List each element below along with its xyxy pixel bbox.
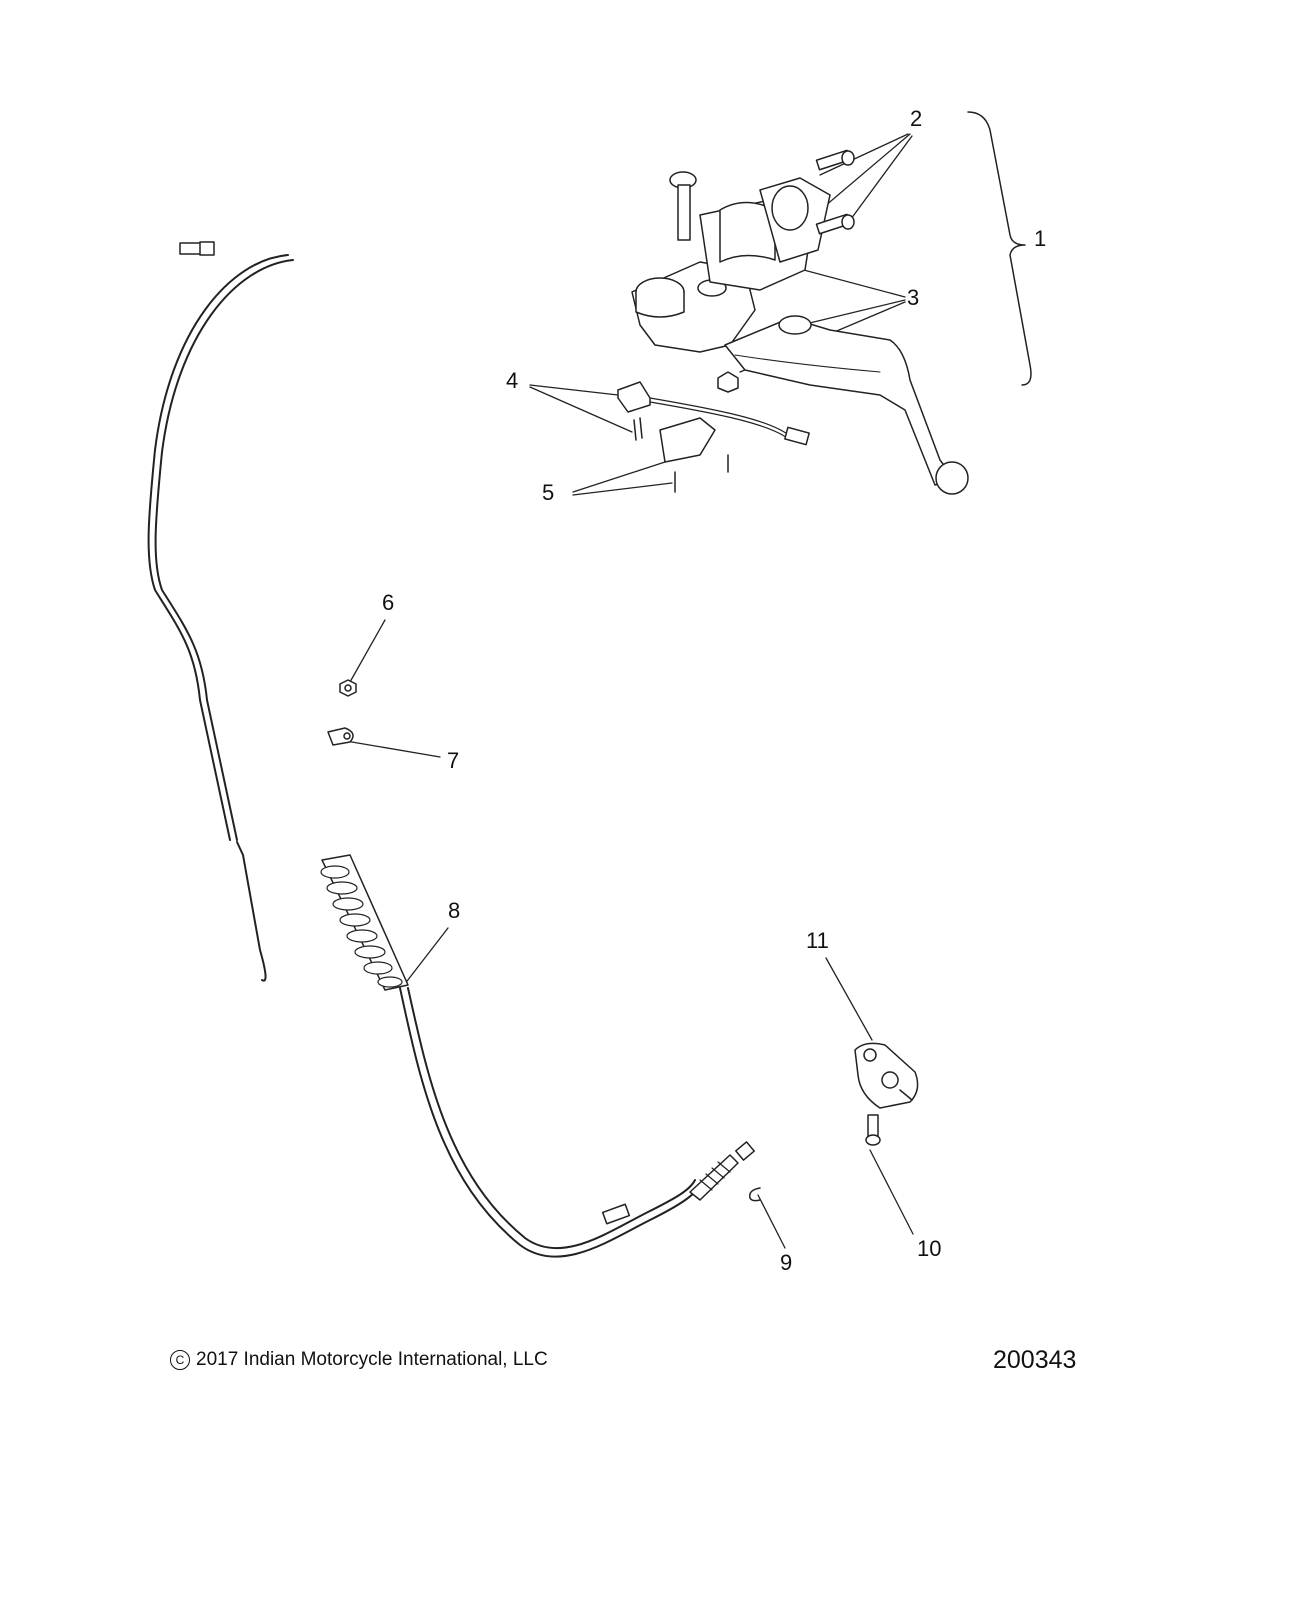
e-clip [748, 1187, 761, 1202]
clutch-cover [854, 1042, 919, 1109]
copyright-text: 2017 Indian Motorcycle International, LL… [196, 1349, 548, 1370]
callout-8: 8 [448, 898, 461, 923]
callout-10: 10 [917, 1236, 942, 1261]
clutch-cable [147, 241, 755, 1258]
switch-bracket [659, 417, 729, 493]
callout-4: 4 [506, 368, 519, 393]
pivot-bolt [669, 171, 697, 241]
clamp-screws [815, 149, 855, 235]
callout-11: 11 [806, 928, 829, 953]
leader-lines [339, 133, 914, 1249]
assembly-bracket [967, 111, 1032, 386]
cover-bolt [865, 1114, 881, 1146]
callout-9: 9 [780, 1250, 793, 1275]
callout-5: 5 [542, 480, 555, 505]
copyright-notice: C 2017 Indian Motorcycle International, … [170, 1349, 548, 1371]
callout-3: 3 [907, 285, 920, 310]
callout-6: 6 [382, 590, 395, 615]
callout-2: 2 [910, 106, 923, 131]
callout-1: 1 [1034, 226, 1047, 251]
drawing-number: 200343 [993, 1346, 1077, 1374]
callout-7: 7 [447, 748, 460, 773]
copyright-icon: C [170, 1350, 190, 1370]
clutch-lever [724, 315, 969, 495]
clutch-switch [617, 381, 810, 446]
lever-nut [717, 371, 739, 393]
cable-clip [327, 727, 354, 746]
cable-clip-nut [339, 679, 357, 697]
clutch-perch [631, 177, 831, 353]
